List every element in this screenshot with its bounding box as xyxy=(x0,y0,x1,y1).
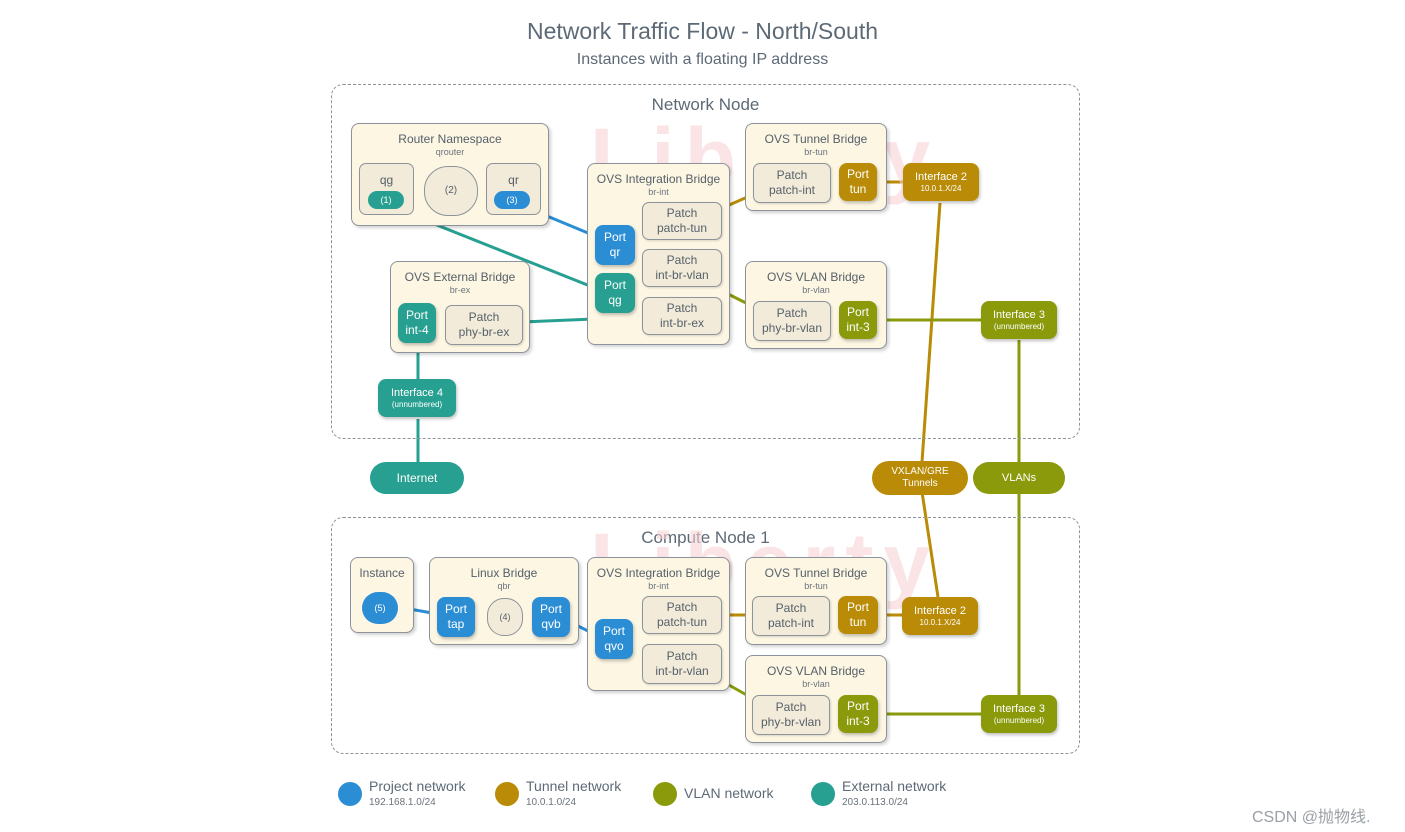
legend-label-tunnel: Tunnel network xyxy=(526,778,622,794)
nn-vlan-patch-phy-br-vlan: Patch phy-br-vlan xyxy=(753,301,831,341)
line-tunnels-cn-iface2 xyxy=(920,491,940,598)
cn-integration-title: OVS Integration Bridge xyxy=(596,566,721,580)
nn-tunnel-title: OVS Tunnel Bridge xyxy=(764,132,868,146)
nn-patch-int-br-vlan: Patch int-br-vlan xyxy=(642,249,722,287)
nn-tunnel-patch-int: Patch patch-int xyxy=(753,163,831,203)
qr-port-label: (3) xyxy=(506,195,518,205)
vlans-cloud: VLANs xyxy=(973,462,1065,494)
qg-port-label: (1) xyxy=(380,195,392,205)
cn-tunnel-title: OVS Tunnel Bridge xyxy=(764,566,868,580)
nn-interface-2: Interface 2 10.0.1.X/24 xyxy=(903,163,979,201)
linux-bridge-cloud: (4) xyxy=(487,598,523,636)
linux-bridge-sub: qbr xyxy=(497,581,511,591)
instance-title: Instance xyxy=(359,566,405,580)
port-tap: Port tap xyxy=(437,597,475,637)
nn-tunnel-sub: br-tun xyxy=(804,147,828,157)
router-namespace-sub: qrouter xyxy=(435,147,465,157)
cn-port-int-3: Port int-3 xyxy=(838,695,878,733)
external-bridge-sub: br-ex xyxy=(449,285,471,295)
qr-interface: qr xyxy=(486,163,541,215)
cn-port-tun: Port tun xyxy=(838,596,878,634)
tunnels-cloud: VXLAN/GRE Tunnels xyxy=(872,461,968,495)
legend: Project network 192.168.1.0/24 Tunnel ne… xyxy=(338,778,978,812)
qr-port-cloud: (3) xyxy=(494,191,530,209)
line-nn-iface2-tunnels xyxy=(920,202,942,463)
router-namespace-title: Router Namespace xyxy=(398,132,502,146)
cn-tunnel-patch-int: Patch patch-int xyxy=(752,596,830,636)
nn-interface-3: Interface 3 (unnumbered) xyxy=(981,301,1057,339)
port-qvb: Port qvb xyxy=(532,597,570,637)
cn-patch-int-br-vlan: Patch int-br-vlan xyxy=(642,644,722,684)
cn-port-qvo: Port qvo xyxy=(595,619,633,659)
nn-port-qr: Port qr xyxy=(595,225,635,265)
compute-node-title: Compute Node 1 xyxy=(641,528,770,547)
cn-tunnel-sub: br-tun xyxy=(804,581,828,591)
legend-dot-external xyxy=(811,782,835,806)
legend-label-project: Project network xyxy=(369,778,466,794)
network-node-title: Network Node xyxy=(651,95,760,114)
legend-dot-project xyxy=(338,782,362,806)
cn-interface-3: Interface 3 (unnumbered) xyxy=(981,695,1057,733)
nn-port-tun: Port tun xyxy=(839,163,877,201)
linux-bridge-title: Linux Bridge xyxy=(470,566,538,580)
cn-vlan-title: OVS VLAN Bridge xyxy=(766,664,866,678)
legend-label-vlan: VLAN network xyxy=(684,785,774,801)
qg-label: qg xyxy=(379,173,394,187)
nn-patch-int-br-ex: Patch int-br-ex xyxy=(642,297,722,335)
diagram-title: Network Traffic Flow - North/South xyxy=(526,18,879,44)
cn-interface-2: Interface 2 10.0.1.X/24 xyxy=(902,597,978,635)
nn-integration-sub: br-int xyxy=(648,187,669,197)
nn-port-int-3: Port int-3 xyxy=(839,301,877,339)
interface-4: Interface 4 (unnumbered) xyxy=(378,379,456,417)
qr-label: qr xyxy=(508,173,519,187)
port-int-4: Port int-4 xyxy=(398,303,436,343)
compute-node: Compute Node 1 xyxy=(331,517,1080,754)
router-cloud: (2) xyxy=(424,166,478,216)
cn-integration-sub: br-int xyxy=(648,581,669,591)
external-bridge-title: OVS External Bridge xyxy=(404,270,516,284)
router-cloud-label: (2) xyxy=(444,185,458,196)
instance-port-cloud: (5) xyxy=(362,592,398,624)
nn-integration-title: OVS Integration Bridge xyxy=(596,172,721,186)
legend-label-external: External network xyxy=(842,778,947,794)
nn-patch-tun: Patch patch-tun xyxy=(642,202,722,240)
patch-phy-br-ex: Patch phy-br-ex xyxy=(445,305,523,345)
legend-sub-project: 192.168.1.0/24 xyxy=(369,797,436,808)
legend-dot-tunnel xyxy=(495,782,519,806)
diagram-subtitle: Instances with a floating IP address xyxy=(576,51,829,68)
internet-cloud: Internet xyxy=(370,462,464,494)
qg-port-cloud: (1) xyxy=(368,191,404,209)
nn-port-qg: Port qg xyxy=(595,273,635,313)
nn-vlan-title: OVS VLAN Bridge xyxy=(766,270,866,284)
footer-credit: CSDN @抛物线. xyxy=(1252,809,1371,826)
network-node: Network Node xyxy=(331,84,1080,439)
cn-vlan-sub: br-vlan xyxy=(802,679,830,689)
legend-sub-tunnel: 10.0.1.0/24 xyxy=(526,797,577,808)
cn-patch-tun: Patch patch-tun xyxy=(642,596,722,634)
legend-sub-external: 203.0.113.0/24 xyxy=(842,797,908,808)
cn-vlan-patch-phy-br-vlan: Patch phy-br-vlan xyxy=(752,695,830,735)
legend-dot-vlan xyxy=(653,782,677,806)
nn-vlan-sub: br-vlan xyxy=(802,285,830,295)
